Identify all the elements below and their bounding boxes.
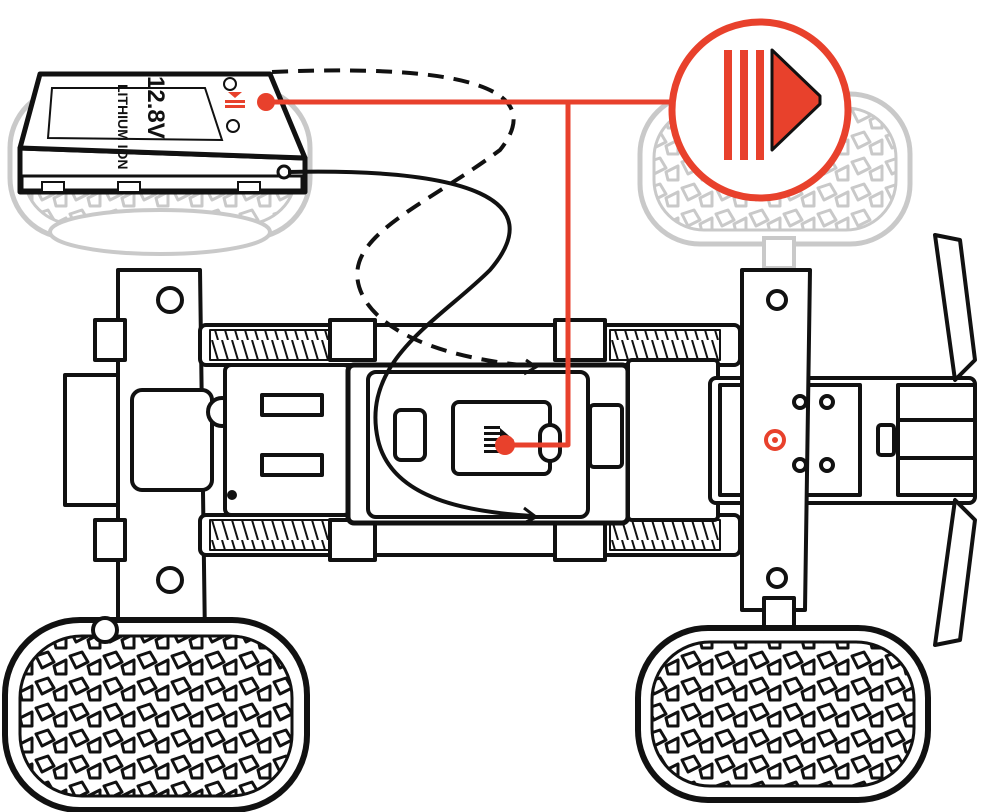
- callout-leader: [266, 99, 672, 448]
- motor-deck: [223, 363, 352, 517]
- rear-upper-spring: [209, 329, 331, 361]
- insert-direction-callout: [668, 18, 852, 202]
- compartment-clip: [393, 408, 427, 462]
- battery-voltage-label: 12.8V: [142, 76, 169, 139]
- dashed-battery-route: [271, 68, 533, 368]
- front-upper-spring: [609, 329, 721, 361]
- rear-lower-spring: [209, 519, 331, 551]
- compartment-switch: [588, 403, 624, 469]
- bottom-right-tire: [635, 625, 931, 803]
- chassis: [63, 233, 977, 647]
- battery-lead-wire: [287, 169, 533, 518]
- direction-arrow-icon: [225, 92, 245, 108]
- battery-pack: 12.8V LITHIUM ION: [17, 71, 308, 195]
- battery-type-label: LITHIUM ION: [115, 84, 131, 170]
- compartment-arrow-marker: [484, 426, 515, 455]
- front-lower-spring: [609, 519, 721, 551]
- rear-diff: [130, 388, 214, 492]
- insert-direction-arrow-icon: [724, 48, 822, 160]
- battery-leader-dot: [257, 93, 275, 111]
- bottom-left-tire: [2, 616, 310, 812]
